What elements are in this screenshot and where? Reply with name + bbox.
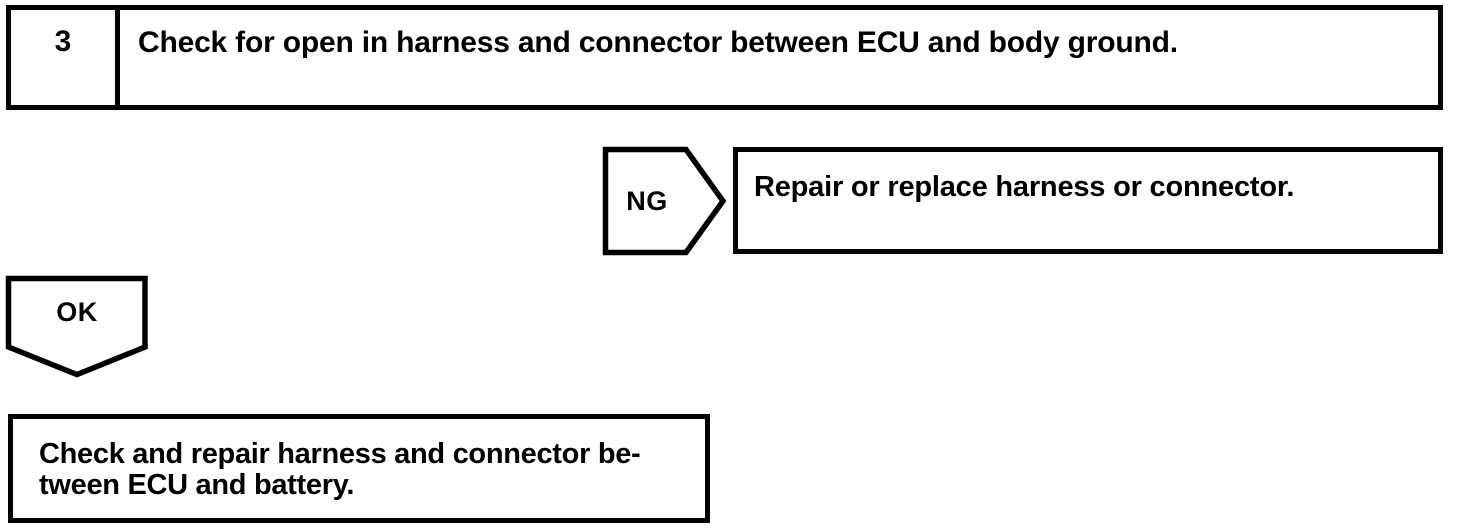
ng-result-text: Repair or replace harness or connector.	[754, 171, 1295, 203]
ok-result-line-1: Check and repair harness and connector b…	[39, 438, 641, 470]
step-number: 3	[54, 25, 72, 58]
ok-result-box: Check and repair harness and connector b…	[8, 414, 710, 523]
step-row: 3 Check for open in harness and connecto…	[6, 5, 1443, 110]
ok-branch-label: OK	[56, 296, 98, 327]
ok-result-line-2: tween ECU and battery.	[39, 469, 355, 502]
step-number-cell: 3	[11, 10, 120, 105]
ng-branch-label: NG	[626, 185, 668, 216]
ok-result-text: Check and repair harness and connector b…	[39, 438, 641, 502]
ok-branch-arrow: OK	[5, 275, 149, 378]
ng-result-box: Repair or replace harness or connector.	[733, 147, 1443, 254]
step-instruction-text: Check for open in harness and connector …	[138, 26, 1178, 59]
ok-arrow-shape	[5, 275, 148, 378]
step-description-cell: Check for open in harness and connector …	[120, 10, 1438, 105]
ng-branch-arrow: NG	[601, 145, 727, 257]
ng-arrow-shape	[602, 146, 727, 256]
